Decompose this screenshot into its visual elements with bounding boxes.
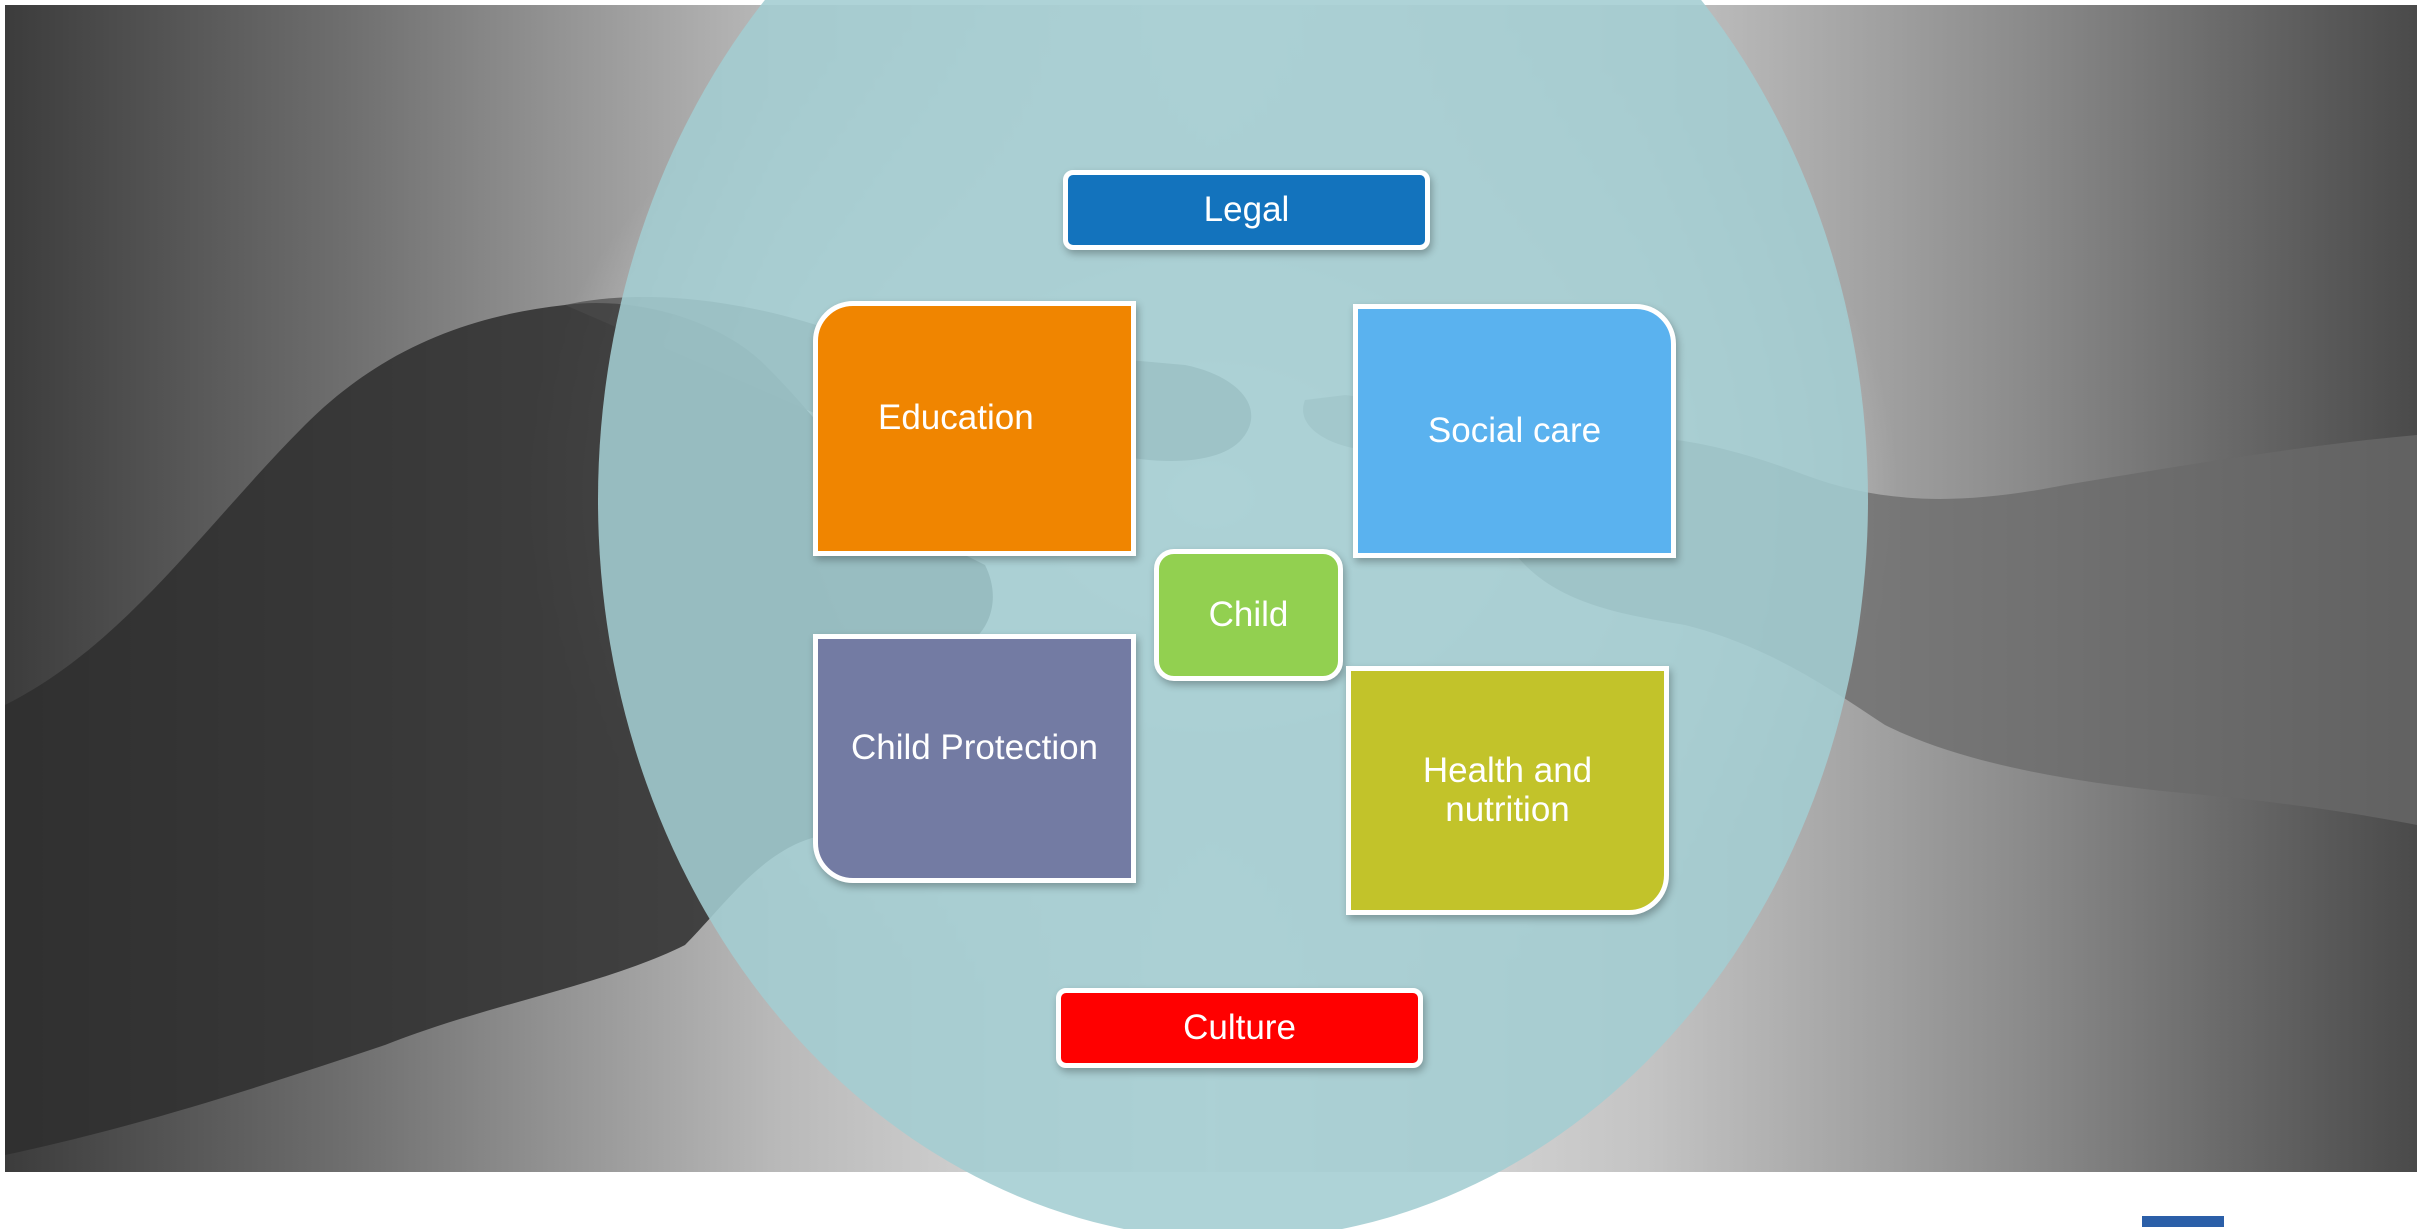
social-care-label: Social care (1427, 410, 1602, 450)
legal-box: Legal (1063, 170, 1430, 250)
child-protection-box: Child Protection (813, 634, 1136, 883)
child-box: Child (1154, 549, 1343, 681)
culture-box: Culture (1056, 988, 1423, 1068)
logo-icon (2140, 1214, 2226, 1229)
child-label: Child (1208, 594, 1289, 634)
education-box: Education (813, 301, 1136, 556)
health-and-nutrition-label: Health and nutrition (1422, 751, 1593, 829)
health-and-nutrition-box: Health and nutrition (1346, 666, 1669, 915)
legal-label: Legal (1203, 189, 1290, 229)
child-protection-label: Child Protection (850, 728, 1099, 768)
culture-label: Culture (1183, 1007, 1296, 1047)
social-care-box: Social care (1353, 304, 1676, 558)
education-label: Education (878, 398, 1034, 438)
